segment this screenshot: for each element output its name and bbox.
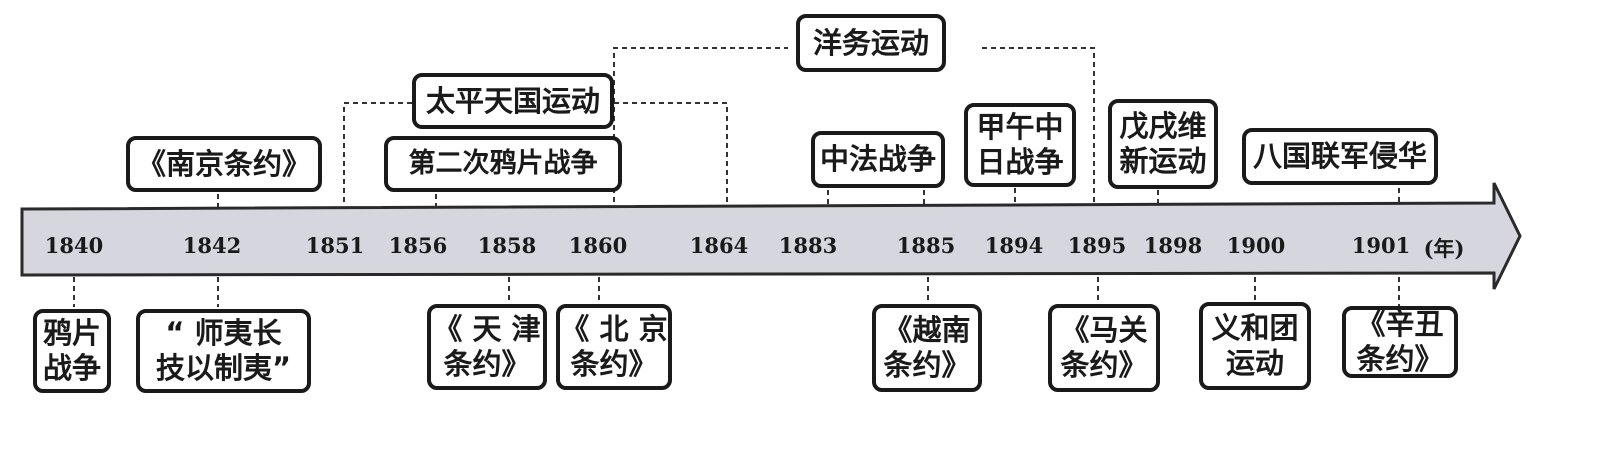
year-1894: 1894 bbox=[984, 233, 1044, 258]
year-1842: 1842 bbox=[182, 233, 242, 258]
year-1895: 1895 bbox=[1067, 233, 1127, 258]
event-treaty-nanjing: 《南京条约》 bbox=[126, 136, 322, 192]
event-shi-yi: “ 师夷长 技以制夷” bbox=[136, 309, 311, 393]
westernization-bracket bbox=[613, 47, 788, 202]
year-1860: 1860 bbox=[568, 233, 628, 258]
year-1883: 1883 bbox=[778, 233, 838, 258]
event-second-opium-war: 第二次鸦片战争 bbox=[384, 136, 622, 192]
event-treaty-xinchou: 《辛丑 条约》 bbox=[1342, 306, 1458, 378]
year-1898: 1898 bbox=[1143, 233, 1203, 258]
westernization-bracket-right bbox=[982, 47, 1095, 202]
event-eight-nation: 八国联军侵华 bbox=[1242, 128, 1438, 185]
event-treaty-tianjin: 《 天 津 条约》 bbox=[427, 304, 547, 390]
event-boxer-movement: 义和团 运动 bbox=[1199, 302, 1311, 390]
year-1864: 1864 bbox=[689, 233, 749, 258]
year-1900: 1900 bbox=[1226, 233, 1286, 258]
year-1885: 1885 bbox=[896, 233, 956, 258]
taiping-bracket-right bbox=[614, 102, 728, 202]
year-unit: (年) bbox=[1423, 236, 1465, 261]
event-treaty-beijing: 《 北 京 条约》 bbox=[556, 304, 672, 390]
event-sino-french-war: 中法战争 bbox=[811, 131, 945, 188]
year-1851: 1851 bbox=[305, 233, 365, 258]
event-sino-japanese-war: 甲午中 日战争 bbox=[964, 103, 1076, 187]
event-opium-war: 鸦片 战争 bbox=[33, 309, 111, 393]
year-1840: 1840 bbox=[44, 233, 104, 258]
event-taiping: 太平天国运动 bbox=[412, 73, 614, 129]
timeline-arrow bbox=[20, 182, 1522, 290]
event-westernization: 洋务运动 bbox=[796, 14, 946, 72]
year-1901: 1901 bbox=[1351, 233, 1411, 258]
event-treaty-vietnam: 《越南 条约》 bbox=[872, 304, 982, 392]
year-1856: 1856 bbox=[388, 233, 448, 258]
taiping-bracket bbox=[343, 102, 414, 202]
year-1858: 1858 bbox=[477, 233, 537, 258]
event-treaty-shimonoseki: 《马关 条约》 bbox=[1048, 304, 1160, 392]
event-reform-1898: 戊戌维 新运动 bbox=[1108, 99, 1218, 189]
